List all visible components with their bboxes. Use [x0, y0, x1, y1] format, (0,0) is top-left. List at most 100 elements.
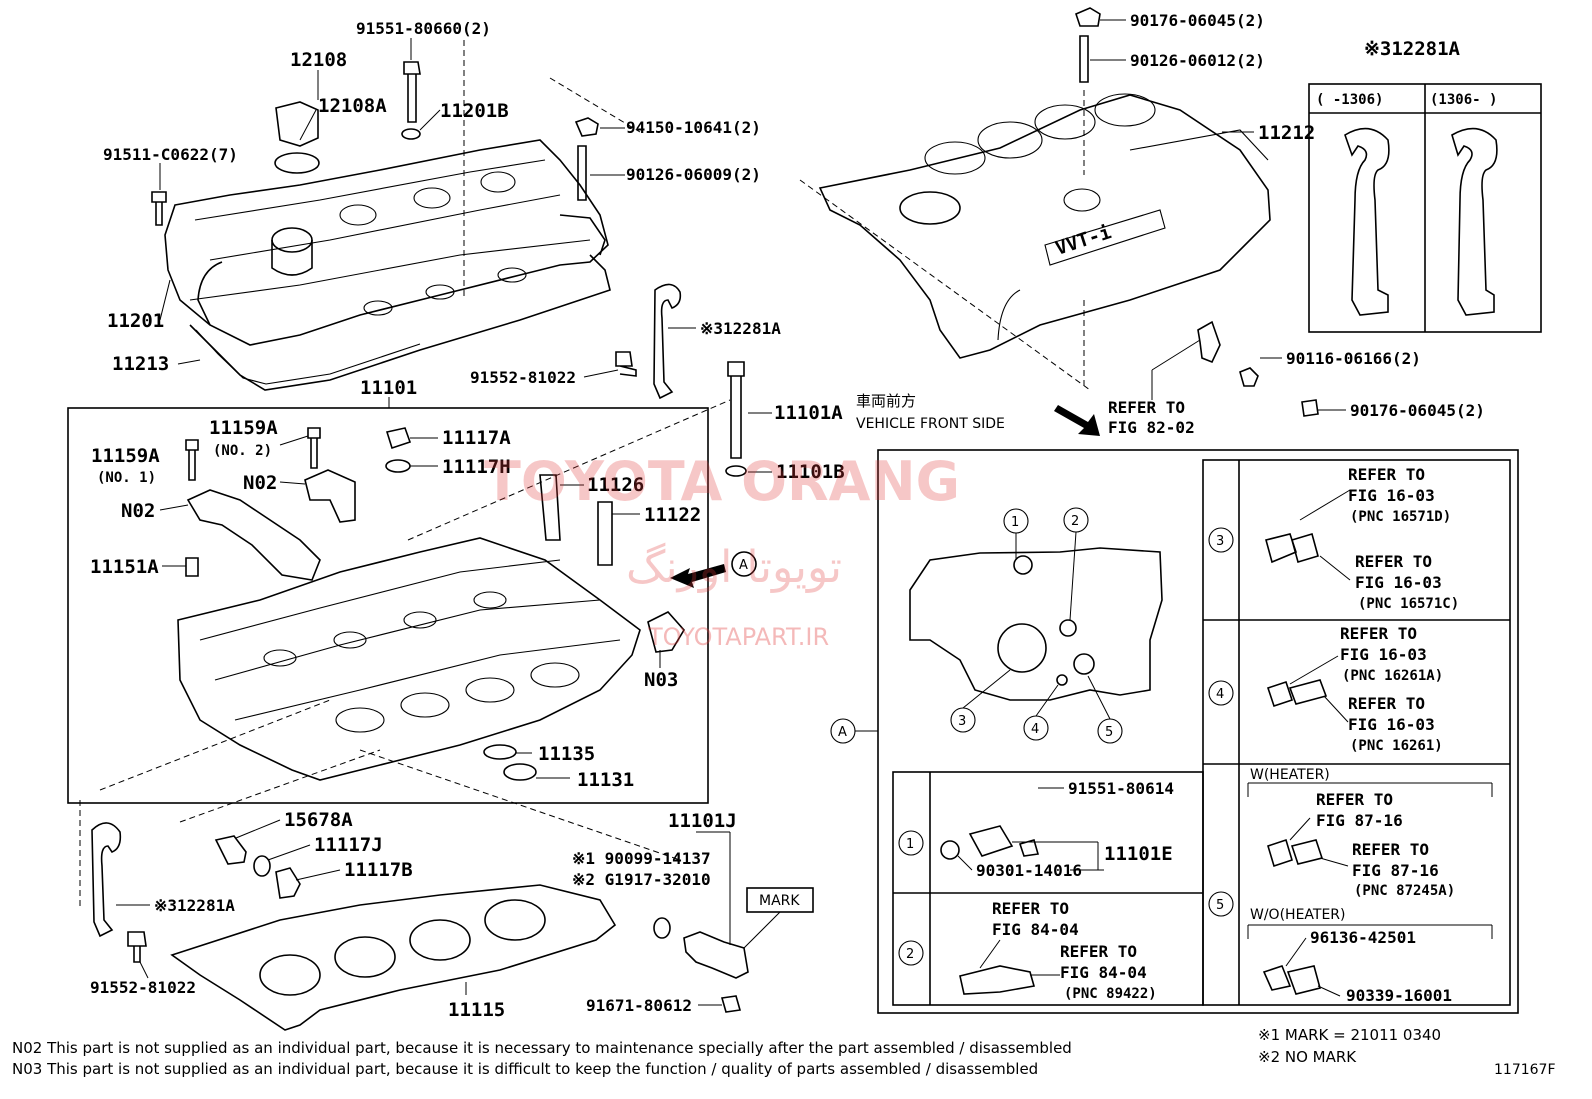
row2-c: REFER TO [1060, 942, 1137, 961]
label-11159A-no1: 11159A [91, 445, 160, 467]
label-11117J: 11117J [314, 834, 383, 856]
row5-r2c: (PNC 87245A) [1354, 883, 1455, 899]
row3-r2b: FIG 16-03 [1355, 573, 1442, 592]
cylinder-head-drawing [177, 537, 641, 781]
label-91671-80612: 91671-80612 [586, 996, 692, 1015]
label-90126-06012: 90126-06012(2) [1130, 51, 1265, 70]
view-a-arrow [670, 564, 726, 588]
label-91552-81022-low: 91552-81022 [90, 978, 196, 997]
row5-heater: W(HEATER) [1250, 767, 1330, 783]
label-mark: MARK [759, 893, 800, 909]
note-n03: N03 This part is not supplied as an indi… [12, 1060, 1038, 1078]
row3-r1a: REFER TO [1348, 465, 1425, 484]
cylinder-head-group-box [67, 407, 709, 804]
label-11101B: 11101B [776, 461, 845, 483]
row3-r1b: FIG 16-03 [1348, 486, 1435, 505]
footnotes: N02 This part is not supplied as an indi… [12, 1026, 1556, 1078]
label-11135: 11135 [538, 743, 595, 765]
label-11213: 11213 [112, 353, 169, 375]
label-11201: 11201 [107, 310, 164, 332]
label-N02-a: N02 [243, 472, 277, 494]
row5-r1a: REFER TO [1316, 790, 1393, 809]
row5-r2b: FIG 87-16 [1352, 861, 1439, 880]
engine-hanger-mid-drawing [653, 283, 682, 400]
detail-a-table-text: REFER TO FIG 16-03 (PNC 16571D) REFER TO… [976, 465, 1459, 1005]
label-inset-col1: ( -1306) [1316, 92, 1383, 108]
label-12108: 12108 [290, 49, 347, 71]
watermark-line1: TOYOTA ORANG [484, 450, 960, 513]
row4-r1b: FIG 16-03 [1340, 645, 1427, 664]
row5-p1: 96136-42501 [1310, 928, 1416, 947]
label-90176-06045-top: 90176-06045(2) [1130, 11, 1265, 30]
label-11115: 11115 [448, 999, 505, 1021]
label-91551-80660: 91551-80660(2) [356, 19, 491, 38]
label-91511-C0622: 91511-C0622(7) [103, 145, 238, 164]
head-gasket-drawing [170, 884, 617, 1031]
note-mark1: ※1 MARK = 21011 0340 [1258, 1026, 1441, 1044]
note-mark2: ※2 NO MARK [1258, 1048, 1357, 1066]
callout-3-num: 3 [958, 714, 966, 729]
detail-a-head-view-drawing [909, 547, 1163, 701]
row-4-num: 4 [1216, 687, 1224, 702]
row2-d: FIG 84-04 [1060, 963, 1147, 982]
engine-hanger-low-drawing [91, 822, 122, 938]
oil-filler-cap-drawing [275, 101, 319, 147]
label-11201B: 11201B [440, 100, 509, 122]
label-11126: 11126 [587, 474, 644, 496]
label-11101A: 11101A [774, 402, 843, 424]
label-90176-06045-low: 90176-06045(2) [1350, 401, 1485, 420]
label-N02-b: N02 [121, 500, 155, 522]
row4-r2c: (PNC 16261) [1350, 738, 1443, 754]
oil-control-valve-drawing [683, 931, 749, 979]
row1-p2: 90301-14016 [976, 861, 1082, 880]
label-91552-81022-top: 91552-81022 [470, 368, 576, 387]
label-90126-06009: 90126-06009(2) [626, 165, 761, 184]
vehicle-front-arrow [1054, 405, 1100, 436]
row2-b: FIG 84-04 [992, 920, 1079, 939]
label-90099-14137: ※1 90099-14137 [572, 849, 711, 868]
row3-r2a: REFER TO [1355, 552, 1432, 571]
row2-a: REFER TO [992, 899, 1069, 918]
note-n02: N02 This part is not supplied as an indi… [12, 1039, 1072, 1057]
camshaft-bearing-cap-no2-drawing [304, 469, 356, 523]
label-N03: N03 [644, 669, 678, 691]
label-12108A: 12108A [318, 95, 387, 117]
watermark-line3: TOYOTAPART.IR [647, 623, 829, 651]
label-15678A: 15678A [284, 809, 353, 831]
hanger-variant-late-drawing [1451, 127, 1498, 316]
row-2-num: 2 [906, 947, 914, 962]
label-11131: 11131 [577, 769, 634, 791]
label-11101J: 11101J [668, 810, 737, 832]
label-11151A: 11151A [90, 556, 159, 578]
label-front-jp: 車両前方 [856, 392, 916, 410]
label-11159A-no2-note: (NO. 2) [213, 443, 272, 459]
label-front-en: VEHICLE FRONT SIDE [856, 416, 1005, 432]
label-11122: 11122 [644, 504, 701, 526]
valve-cover-drawing [164, 139, 609, 346]
watermark: TOYOTA ORANG تویوتا اورنگ TOYOTAPART.IR [484, 450, 960, 651]
row4-r1c: (PNC 16261A) [1342, 668, 1443, 684]
leader-lines [116, 19, 1351, 1006]
figure-number: 117167F [1494, 1062, 1556, 1078]
row5-r2a: REFER TO [1352, 840, 1429, 859]
label-11212: 11212 [1258, 122, 1315, 144]
row3-r2c: (PNC 16571C) [1358, 596, 1459, 612]
label-11101: 11101 [360, 377, 417, 399]
row5-p2: 90339-16001 [1346, 986, 1452, 1005]
row-5-num: 5 [1216, 898, 1224, 913]
row4-r2b: FIG 16-03 [1348, 715, 1435, 734]
label-inset-title: ※312281A [1364, 38, 1461, 60]
detail-callout-numbers: 1 2 3 4 5 3 4 5 1 2 [906, 514, 1224, 962]
row-1-num: 1 [906, 837, 914, 852]
row1-p3: 11101E [1104, 843, 1173, 865]
label-11159A-no1-note: (NO. 1) [97, 470, 156, 486]
row4-r1a: REFER TO [1340, 624, 1417, 643]
label-11159A-no2: 11159A [209, 417, 278, 439]
callout-2-num: 2 [1071, 514, 1079, 529]
callout-4-num: 4 [1031, 722, 1039, 737]
view-a-callout-label: A [739, 558, 748, 573]
row-3-num: 3 [1216, 534, 1224, 549]
label-refer-82-line1: REFER TO [1108, 398, 1185, 417]
part-number-labels: 12108 12108A 91551-80660(2) 11201B 91511… [90, 11, 1497, 1021]
